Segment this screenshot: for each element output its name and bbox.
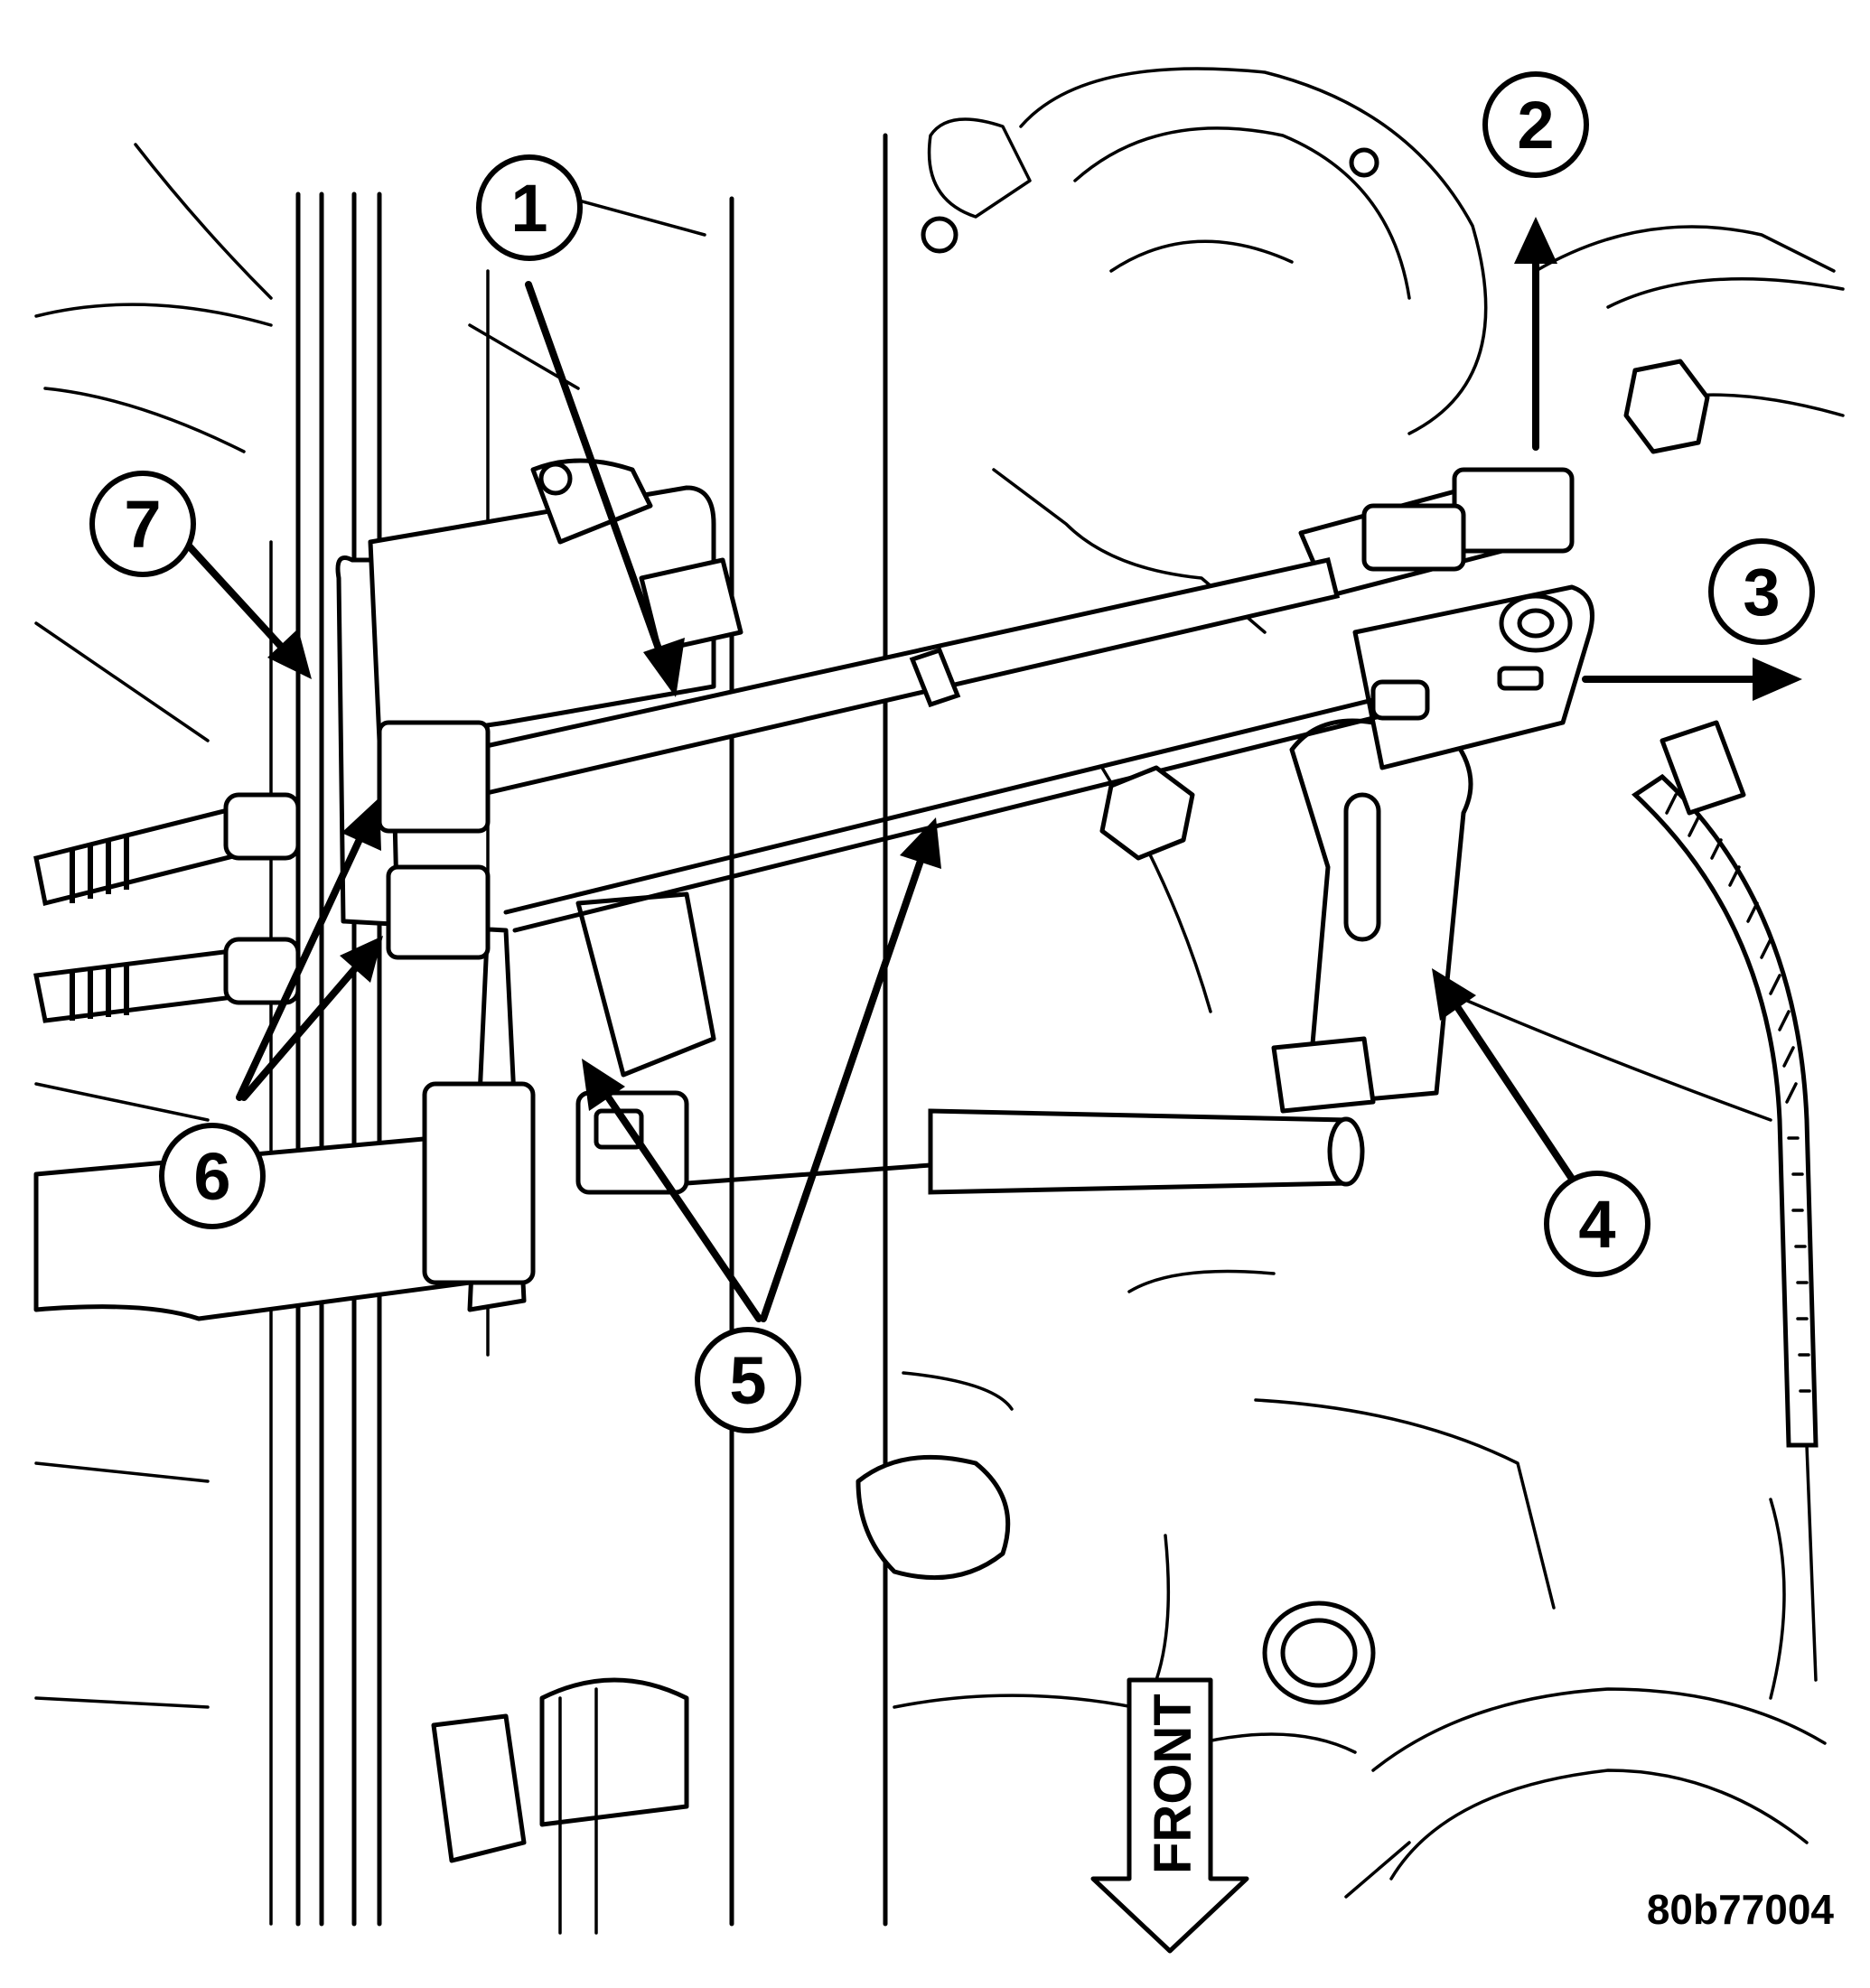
callout-6-label: 6 bbox=[193, 1139, 230, 1214]
callout-5-label: 5 bbox=[729, 1343, 766, 1418]
callout-2: 2 bbox=[1482, 71, 1589, 178]
front-label: FRONT bbox=[1144, 1694, 1202, 1874]
wire-clip bbox=[431, 1677, 689, 1935]
callout-1: 1 bbox=[476, 154, 583, 261]
callout-4-label: 4 bbox=[1578, 1187, 1615, 1262]
callout-4: 4 bbox=[1544, 1171, 1650, 1277]
wire-harness bbox=[1631, 720, 1819, 1448]
shift-lever-bracket bbox=[1271, 467, 1594, 1114]
callout-1-label: 1 bbox=[510, 171, 547, 246]
fasteners bbox=[856, 147, 1710, 1705]
lower-left-connector bbox=[33, 1081, 689, 1321]
callout-5: 5 bbox=[695, 1327, 801, 1433]
callout-7-label: 7 bbox=[124, 487, 161, 562]
background-linework bbox=[34, 67, 1845, 1899]
front-direction-arrow: FRONT bbox=[1090, 1677, 1249, 1954]
leader-lines bbox=[182, 217, 1802, 1322]
figure-code: 80b77004 bbox=[1647, 1886, 1835, 1933]
callout-6: 6 bbox=[159, 1123, 266, 1229]
shift-cables bbox=[467, 557, 1430, 1195]
callout-7: 7 bbox=[89, 471, 196, 577]
threaded-cable-ends bbox=[33, 720, 491, 1023]
cable-bracket bbox=[335, 458, 743, 1312]
callout-2-label: 2 bbox=[1517, 88, 1554, 163]
frame-rails bbox=[269, 133, 888, 1927]
callout-3: 3 bbox=[1708, 538, 1815, 645]
callout-3-label: 3 bbox=[1743, 555, 1780, 630]
